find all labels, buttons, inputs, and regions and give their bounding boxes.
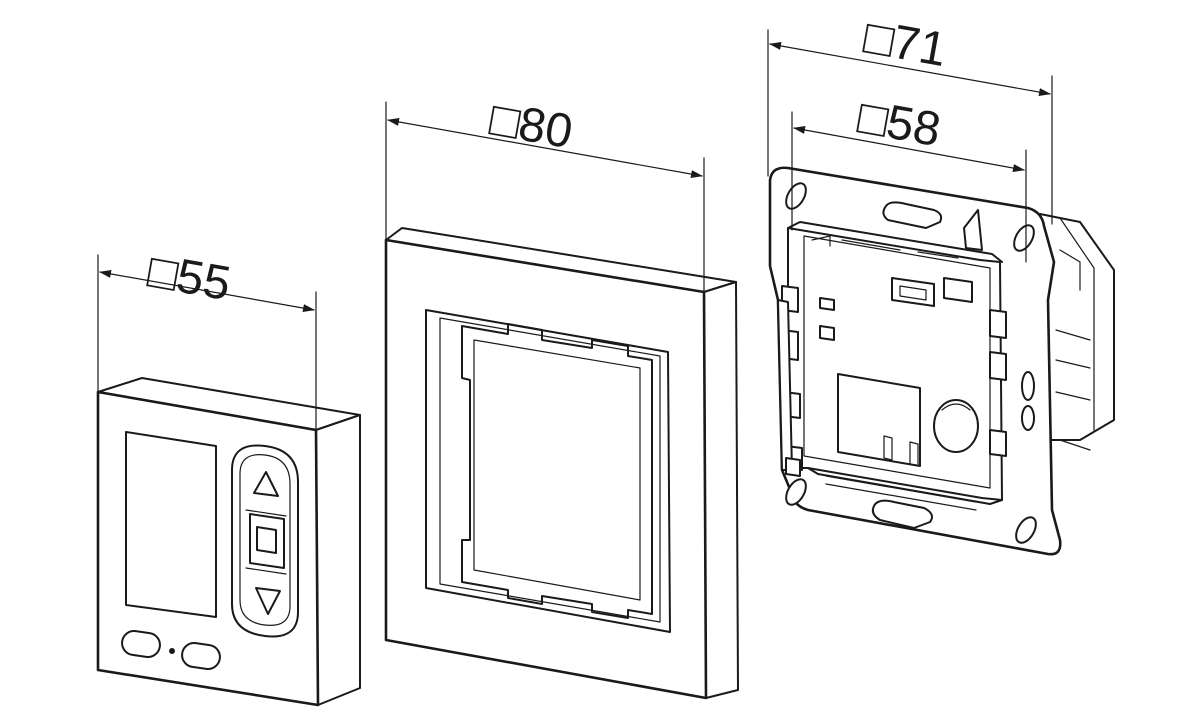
connector-block-inner: [899, 285, 927, 301]
label-area-contacts: [883, 435, 919, 467]
right-clip-3: [989, 429, 1007, 457]
triangle-up-icon: [253, 471, 279, 497]
down-button[interactable]: [255, 587, 281, 615]
rotary-knob: [933, 399, 979, 453]
right-clip-1: [989, 309, 1007, 339]
display-unit: [96, 377, 361, 707]
dimension-label-55: □55: [144, 245, 234, 312]
display-unit-side-face: [315, 414, 361, 706]
stop-button-frame: [249, 513, 285, 569]
frame-opening: [425, 309, 671, 633]
frame-side-face: [703, 281, 739, 699]
display-screen: [125, 431, 217, 618]
dimension-71: □71: [767, 11, 1053, 225]
dimension-58: □58: [791, 91, 1027, 263]
insert-rear-housing-edge: [1059, 217, 1095, 431]
module-bottom-details: [825, 475, 977, 511]
top-claw-slot: [882, 201, 943, 229]
bottom-left-tab: [785, 457, 801, 477]
dimension-label-80: □80: [486, 93, 576, 160]
connector-socket: [943, 277, 973, 303]
dimension-line-55: [99, 269, 315, 313]
insert-module-inner-edge: [803, 235, 991, 489]
bottom-claw-slot: [871, 499, 933, 529]
connector-block: [891, 277, 935, 307]
dimension-label-71: □71: [860, 11, 950, 78]
side-slot-right-upper: [1021, 371, 1035, 401]
frame-opening-bevel: [439, 317, 661, 623]
insert-rear-clip: [1059, 249, 1081, 291]
left-small-button[interactable]: [121, 629, 162, 658]
left-small-button-shape: [121, 630, 161, 658]
screw-slot-bottom-left: [785, 478, 807, 506]
dimension-80: □80: [385, 93, 705, 293]
dimension-line-58: [793, 126, 1025, 172]
screw-slot-top-left: [785, 182, 807, 210]
insert-rear-ribs: [1055, 329, 1091, 451]
module-top-rail: [787, 221, 1003, 263]
module-top-details: [811, 235, 959, 259]
frame-inner-carrier-edge: [473, 339, 641, 601]
rocker-divider-upper: [245, 509, 287, 517]
flush-mount-insert: [768, 166, 1115, 556]
right-small-button-shape: [181, 642, 221, 670]
up-button[interactable]: [253, 471, 279, 497]
small-component-2: [819, 325, 835, 341]
frame-inner-carrier: [461, 323, 653, 619]
cover-frame: [384, 227, 739, 700]
screw-slot-top-right: [1013, 224, 1035, 252]
rocker-divider-lower: [245, 567, 287, 575]
triangle-down-icon: [255, 587, 281, 615]
top-clip: [963, 209, 983, 251]
dimension-line-80: [387, 117, 703, 179]
side-slot-right-lower: [1021, 405, 1035, 431]
stop-button[interactable]: [249, 513, 285, 569]
rotary-knob-highlight: [941, 403, 971, 411]
square-icon: [256, 526, 277, 554]
dimension-label-58: □58: [854, 91, 944, 158]
label-area: [837, 373, 921, 467]
right-small-button[interactable]: [181, 641, 222, 670]
small-component-1: [819, 297, 835, 311]
right-clip-2: [989, 351, 1007, 381]
indicator-dot: [169, 648, 175, 654]
dimension-line-71: [769, 41, 1051, 97]
screw-slot-bottom-right: [1015, 516, 1037, 544]
dimension-55: □55: [97, 245, 317, 431]
